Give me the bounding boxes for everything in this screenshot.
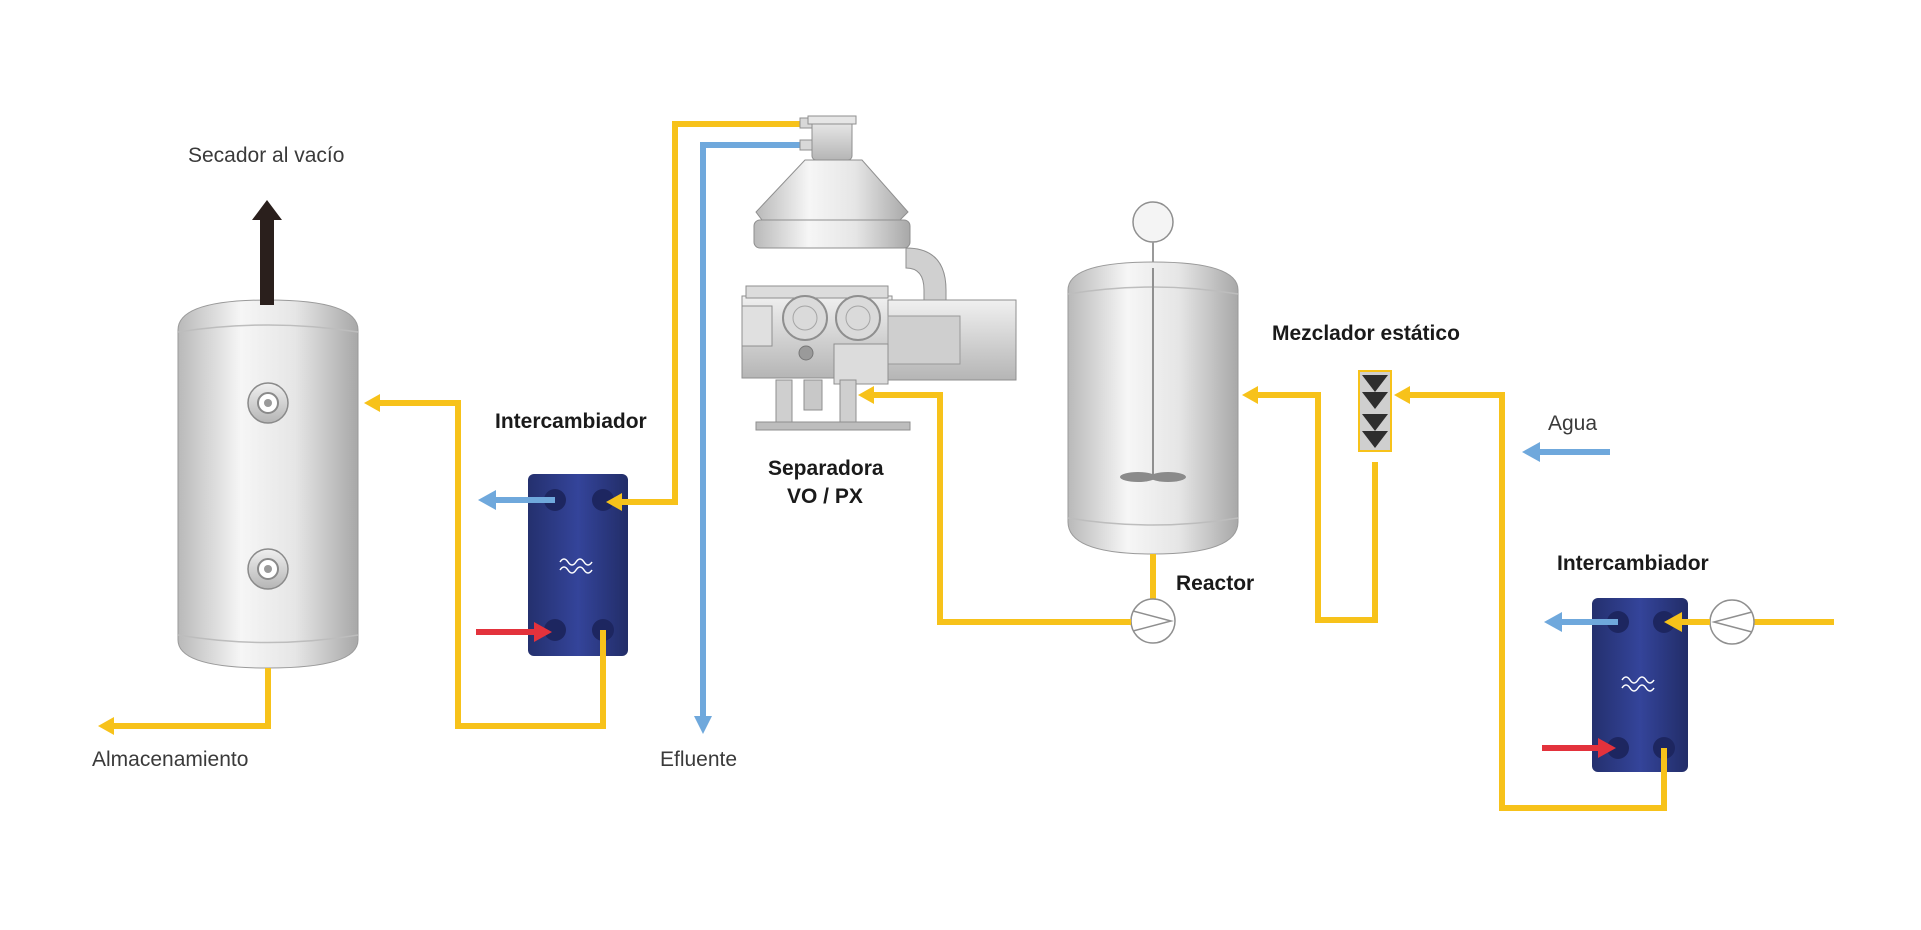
agitator-motor — [1132, 201, 1174, 243]
label-separator-line1: Separadora — [768, 457, 884, 480]
separator — [741, 115, 1017, 431]
line-exchanger-to-mixer — [1410, 392, 1667, 811]
vapor-outlet-arrow — [252, 200, 282, 305]
line-exchanger-to-storage — [378, 400, 606, 729]
storage-inlet-arrow-head — [364, 394, 380, 412]
line-mixer-to-reactor — [1258, 392, 1378, 623]
water-inlet-arrow — [1522, 442, 1610, 462]
line-separator-to-exchanger — [622, 121, 810, 505]
exchanger-right-inlet-arrow-head — [1664, 612, 1682, 632]
line-pump-to-separator — [874, 392, 1131, 625]
heating-in-left — [476, 622, 552, 642]
label-effluent: Efluente — [660, 748, 737, 771]
effluent-arrow-head — [694, 716, 712, 734]
effluent-line — [700, 142, 810, 718]
static-mixer — [1358, 370, 1392, 452]
heating-in-right — [1542, 738, 1616, 758]
pump-icon — [1130, 598, 1176, 644]
label-water: Agua — [1548, 412, 1597, 435]
nozzle-upper — [247, 382, 289, 424]
mixer-inlet-arrow-head — [1394, 386, 1410, 404]
storage-vessel — [177, 299, 359, 669]
alfa-laval-logo-icon — [1621, 676, 1655, 692]
water-out-left — [478, 490, 555, 510]
water-out-right — [1544, 612, 1618, 632]
label-separator-line2: VO / PX — [787, 485, 863, 508]
label-exchanger-left: Intercambiador — [495, 410, 647, 433]
pump-icon — [1709, 599, 1755, 645]
storage-outlet-line — [110, 668, 271, 729]
label-exchanger-right: Intercambiador — [1557, 552, 1709, 575]
label-static-mixer: Mezclador estático — [1272, 322, 1460, 345]
label-storage: Almacenamiento — [92, 748, 248, 771]
label-reactor: Reactor — [1176, 572, 1254, 595]
storage-arrow-head — [98, 717, 114, 735]
exchanger-inlet-arrow-head — [606, 493, 622, 511]
nozzle-lower — [247, 548, 289, 590]
reactor — [1067, 201, 1239, 555]
agitator-icon — [1120, 268, 1186, 482]
reactor-inlet-arrow-head — [1242, 386, 1258, 404]
separator-inlet-arrow-head — [858, 386, 874, 404]
alfa-laval-logo-icon — [559, 558, 593, 574]
label-vacuum-dryer: Secador al vacío — [188, 144, 344, 167]
